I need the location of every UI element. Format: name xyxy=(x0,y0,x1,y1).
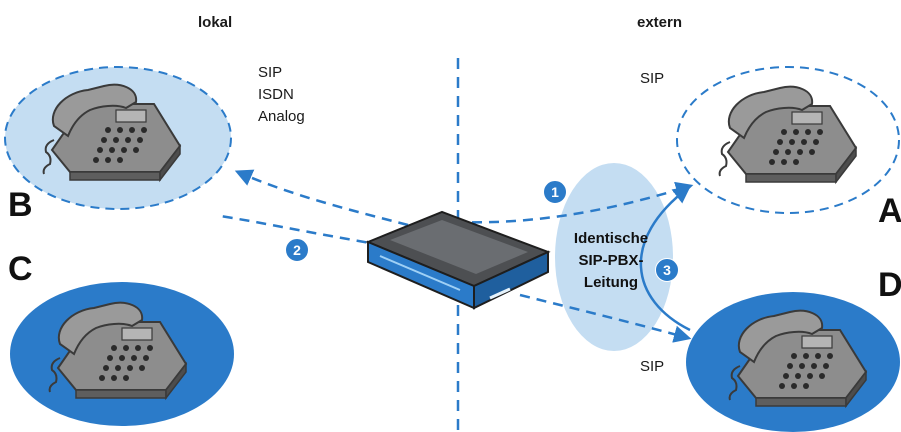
call-arrow-to-a xyxy=(454,181,694,224)
protocol-isdn: ISDN xyxy=(258,86,294,103)
step-badge-3: 3 xyxy=(655,258,679,282)
router-device xyxy=(365,210,551,310)
forward-arrow-d-to-a xyxy=(639,185,691,332)
call-arrow-to-d xyxy=(519,293,692,343)
call-arrow-to-b xyxy=(234,169,409,227)
header-external: extern xyxy=(637,14,683,31)
step-badge-2: 2 xyxy=(285,238,309,262)
local-protocol-list: SIP ISDN Analog xyxy=(258,62,305,128)
protocol-sip-phone-a: SIP xyxy=(640,70,665,87)
phone-letter-d: D xyxy=(878,266,901,304)
caption-line-2: SIP-PBX- xyxy=(578,252,644,269)
phone-letter-a: A xyxy=(878,192,901,230)
protocol-analog: Analog xyxy=(258,108,305,125)
sip-pbx-line-ellipse xyxy=(555,163,673,351)
caption-line-3: Leitung xyxy=(583,274,639,291)
phone-letter-c: C xyxy=(8,250,33,288)
phone-letter-b: B xyxy=(8,186,33,224)
caption-line-1: Identische xyxy=(573,230,649,247)
sip-pbx-line-caption: Identische SIP-PBX- Leitung xyxy=(556,228,666,294)
protocol-sip-phone-d: SIP xyxy=(640,358,665,375)
step-badge-1: 1 xyxy=(543,180,567,204)
header-local: lokal xyxy=(198,14,233,31)
call-line-b-lower xyxy=(219,214,401,250)
protocol-sip: SIP xyxy=(258,64,283,81)
